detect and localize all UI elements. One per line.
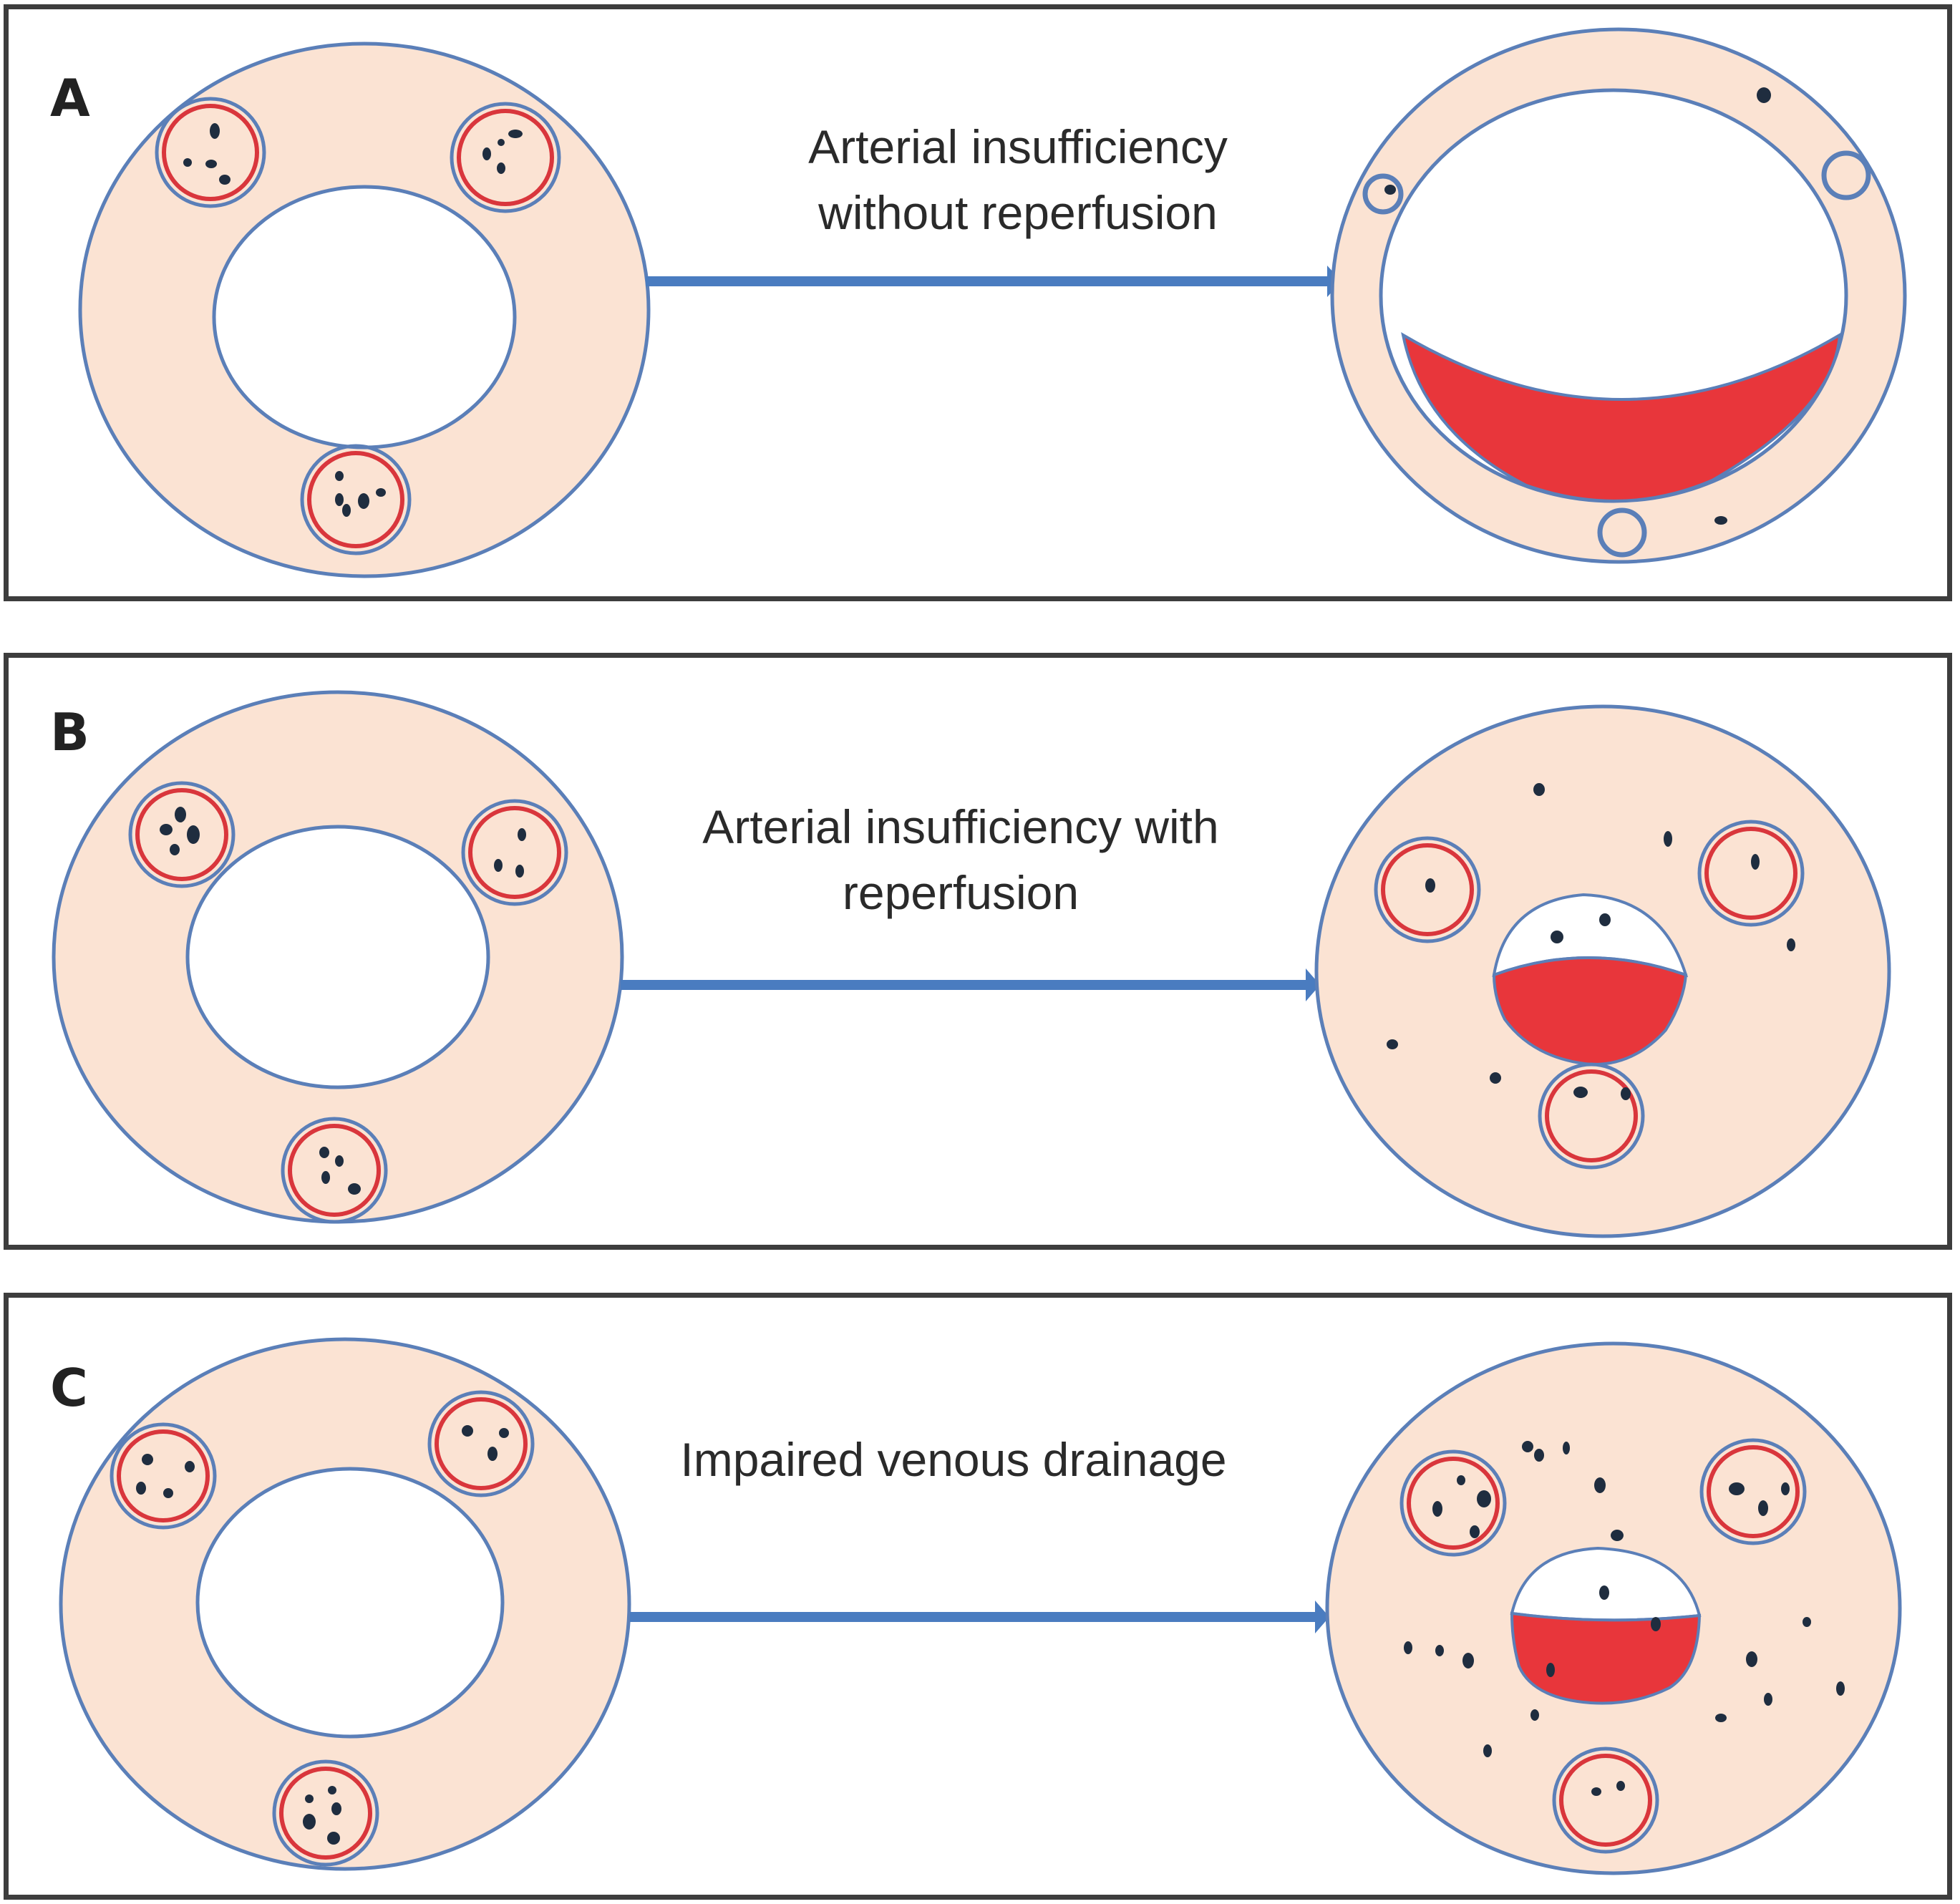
panel-a: A Arterial insufficiency without reperfu…: [4, 4, 1952, 601]
hemorrhage: [1492, 956, 1688, 1067]
collapsed-vessel: [1597, 507, 1647, 558]
panel-caption: Arterial insufficiency without reperfusi…: [710, 114, 1326, 246]
vessel: [300, 444, 412, 555]
normal-tissue-ring: [59, 1337, 631, 1871]
vessel: [461, 799, 568, 906]
transition-arrow: [630, 1601, 1329, 1633]
hemorrhage: [1510, 1611, 1702, 1705]
caption-line-2: reperfusion: [842, 866, 1080, 919]
transition-arrow: [646, 266, 1342, 297]
vessel: [450, 102, 561, 213]
nucleus: [1404, 1441, 1845, 1757]
collapsed-vessel: [1821, 150, 1871, 200]
vessel: [1399, 1449, 1507, 1557]
transition-arrow: [621, 968, 1320, 1001]
vessel: [1552, 1747, 1659, 1854]
nucleus: [1757, 87, 1771, 103]
panel-caption: Arterial insufficiency with reperfusion: [639, 794, 1283, 926]
panel-letter: C: [50, 1358, 88, 1418]
caption-line-1: Arterial insufficiency with: [702, 800, 1219, 853]
panel-a-diagram: [78, 27, 1907, 578]
nucleus: [1387, 783, 1795, 1084]
normal-tissue-ring: [52, 690, 624, 1224]
nucleus: [1714, 516, 1727, 525]
panel-b: B Arterial insufficiency with reperfusio…: [4, 653, 1952, 1250]
vessel: [110, 1422, 217, 1530]
vessel: [427, 1390, 535, 1497]
hemorrhage: [1401, 332, 1842, 502]
vessel: [1699, 1438, 1807, 1545]
panel-b-diagram: [52, 690, 1891, 1238]
panel-letter: B: [50, 702, 89, 762]
collapsed-vessel: [1362, 173, 1404, 215]
vessel: [155, 97, 266, 208]
caption-line-1: Arterial insufficiency: [808, 120, 1228, 173]
vessel: [1538, 1062, 1645, 1170]
panel-c-diagram: [59, 1337, 1902, 1875]
vessel: [1697, 820, 1805, 927]
vessel: [281, 1117, 388, 1224]
panel-letter: A: [50, 68, 90, 128]
vessel: [272, 1759, 379, 1867]
caption-line-1: Impaired venous drainage: [680, 1433, 1227, 1486]
caption-line-2: without reperfusion: [818, 186, 1218, 239]
panel-caption: Impaired venous drainage: [624, 1427, 1283, 1492]
panel-c: C Impaired venous drainage: [4, 1293, 1952, 1900]
vessel: [1374, 836, 1481, 943]
vessel: [128, 781, 236, 888]
